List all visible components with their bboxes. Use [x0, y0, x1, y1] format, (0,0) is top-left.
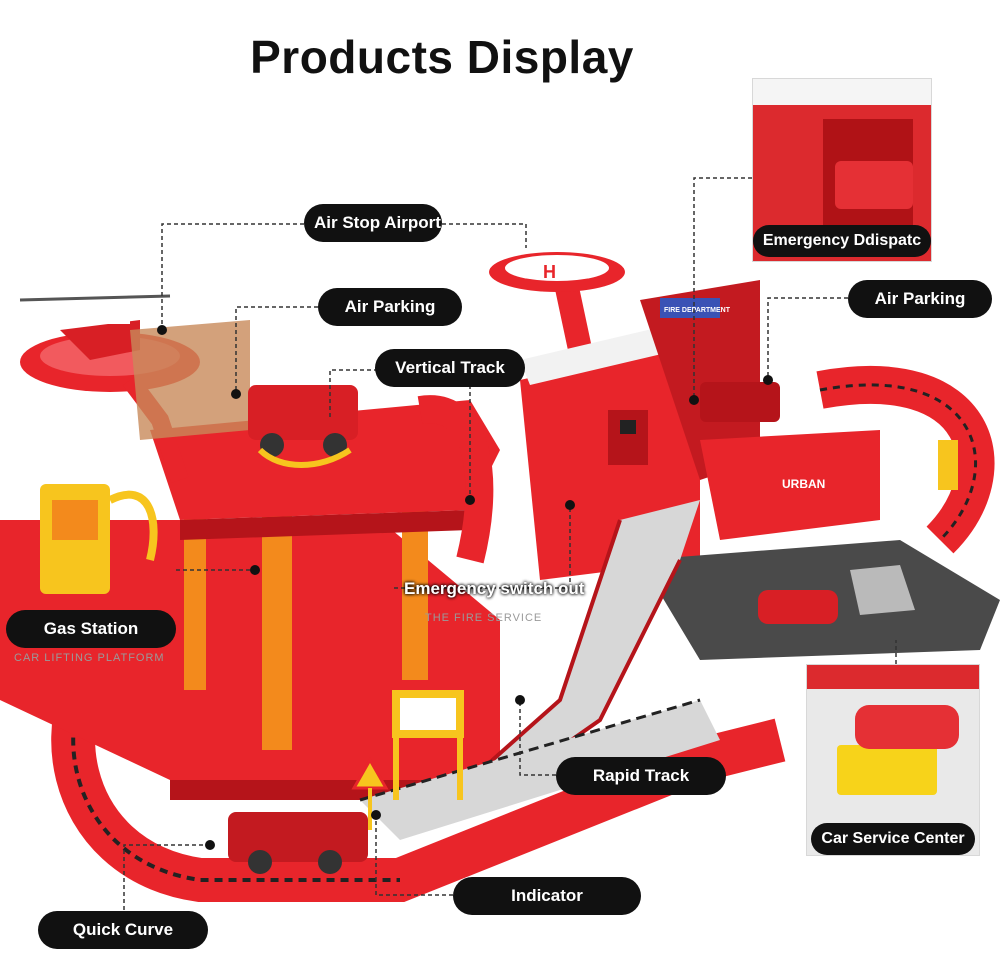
car-service-center-inset: Car Service Center — [806, 664, 980, 856]
emergency-switch-out-label: Emergency switch out — [404, 579, 585, 598]
rapid-track-label: Rapid Track — [556, 757, 726, 795]
armored-car — [228, 812, 368, 862]
quick-curve-label: Quick Curve — [38, 911, 208, 949]
helipad-letter: H — [543, 262, 556, 282]
air-parking-left-label: Air Parking — [318, 288, 462, 326]
vertical-track — [417, 395, 494, 564]
fire-truck — [248, 385, 358, 440]
page-title: Products Display — [250, 31, 634, 83]
traffic-light — [938, 440, 958, 490]
air-stop-airport-label: Air Stop Airport — [304, 204, 442, 242]
straight-track — [360, 700, 720, 840]
urban-text: URBAN — [782, 477, 825, 491]
tower-pillar — [262, 510, 292, 750]
helicopter — [60, 320, 140, 360]
svg-text:FIRE DEPARTMENT: FIRE DEPARTMENT — [664, 307, 731, 314]
lift-platform — [837, 745, 937, 795]
car-lifting-platform-text: CAR LIFTING PLATFORM — [14, 652, 165, 664]
jeep-in-garage — [835, 161, 913, 209]
jeep — [700, 382, 780, 422]
fire-department-building — [640, 280, 760, 480]
sports-car — [758, 590, 838, 624]
backdrop-panel — [130, 320, 250, 440]
urban-garage — [700, 430, 880, 540]
air-parking-right-label: Air Parking — [848, 280, 992, 318]
gas-station-label: Gas Station — [6, 610, 176, 648]
vertical-track-label: Vertical Track — [375, 349, 525, 387]
rapid-track-ramp — [470, 500, 700, 790]
car-service-center-label: Car Service Center — [811, 823, 975, 855]
base-platform-left — [0, 520, 500, 780]
emergency-dispatch-inset: Emergency Ddispatc — [752, 78, 932, 262]
fire-service-text: THE FIRE SERVICE — [425, 612, 543, 624]
car-on-lift — [855, 705, 959, 749]
emergency-dispatch-label: Emergency Ddispatc — [753, 225, 931, 257]
indicator-label: Indicator — [453, 877, 641, 915]
